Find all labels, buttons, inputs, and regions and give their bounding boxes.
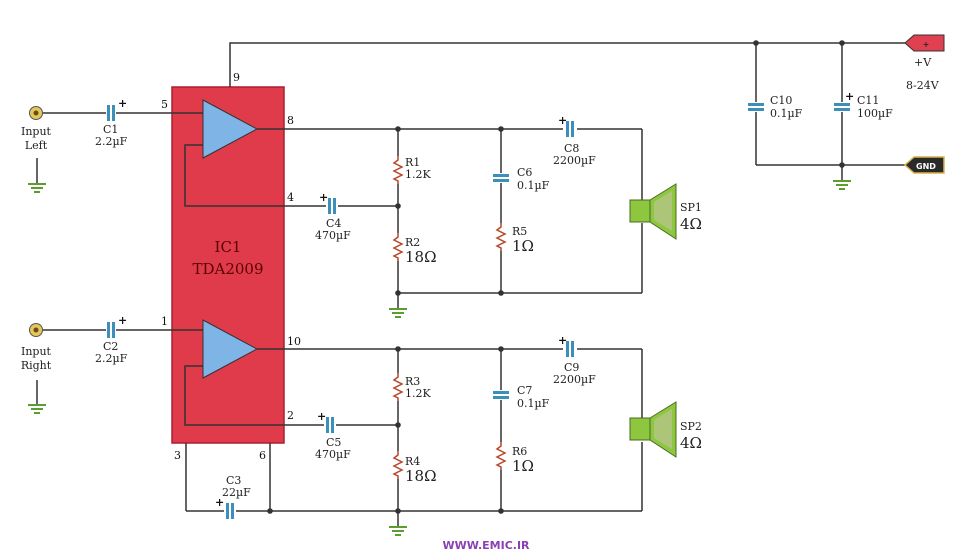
sp1-ref: SP1 <box>680 201 702 214</box>
positive-supply-label: +V <box>914 56 932 69</box>
ground-bottom-channel-icon <box>388 526 408 536</box>
r4-ref: R4 <box>405 455 420 468</box>
amplifier-top-icon <box>202 99 259 159</box>
polarity-mark-c1: + <box>118 97 127 110</box>
ground-right-input-icon <box>27 404 47 414</box>
sp2-value: 4Ω <box>680 434 702 452</box>
sp2-ref: SP2 <box>680 420 702 433</box>
r3-value: 1.2K <box>405 387 431 400</box>
polarity-mark-c2: + <box>118 314 127 327</box>
pin-4: 4 <box>287 191 294 204</box>
c1-value: 2.2µF <box>95 135 128 148</box>
pin-5: 5 <box>161 98 168 111</box>
ground-supply-tag: GND <box>903 156 945 174</box>
ic-body <box>171 86 285 444</box>
ground-supply-icon <box>832 180 852 190</box>
r1-value: 1.2K <box>405 168 431 181</box>
capacitor-c10-icon <box>748 103 764 111</box>
resistor-r5-icon <box>496 222 506 252</box>
c4-value: 470µF <box>315 229 351 242</box>
polarity-mark-c11: + <box>845 90 854 103</box>
capacitor-c11-icon <box>834 103 850 111</box>
r6-value: 1Ω <box>512 457 534 475</box>
pin-10: 10 <box>287 335 301 348</box>
input-left-label-line2: Left <box>25 139 48 152</box>
ground-tag-text: GND <box>916 162 936 171</box>
capacitor-c1-icon <box>107 105 115 121</box>
speaker-sp2-icon <box>629 401 677 458</box>
c8-ref: C8 <box>564 142 579 155</box>
speaker-sp1-icon <box>629 183 677 240</box>
resistor-r4-icon <box>393 450 403 480</box>
polarity-mark-c4: + <box>319 191 328 204</box>
c4-ref: C4 <box>326 217 341 230</box>
sp1-value: 4Ω <box>680 215 702 233</box>
pin-9: 9 <box>233 71 240 84</box>
c8-value: 2200µF <box>553 154 596 167</box>
pin-8: 8 <box>287 114 294 127</box>
c10-ref: C10 <box>770 94 792 107</box>
amplifier-bottom-icon <box>202 319 259 379</box>
c3-ref: C3 <box>226 474 241 487</box>
c5-value: 470µF <box>315 448 351 461</box>
c5-ref: C5 <box>326 436 341 449</box>
c9-value: 2200µF <box>553 373 596 386</box>
r4-value: 18Ω <box>405 467 437 485</box>
supply-voltage-range: 8-24V <box>906 79 940 92</box>
resistor-r3-icon <box>393 372 403 402</box>
r3-ref: R3 <box>405 375 420 388</box>
c2-value: 2.2µF <box>95 352 128 365</box>
capacitor-c4-icon <box>328 198 336 214</box>
c1-ref: C1 <box>103 123 118 136</box>
r5-value: 1Ω <box>512 237 534 255</box>
pin-2: 2 <box>287 409 294 422</box>
positive-supply-tag: + <box>904 34 945 52</box>
pin-3: 3 <box>174 449 181 462</box>
ic-designator: IC1 <box>215 238 242 256</box>
input-jack-right-icon <box>29 323 43 337</box>
polarity-mark-c5: + <box>317 410 326 423</box>
c11-value: 100µF <box>857 107 893 120</box>
input-left-label-line1: Input <box>21 125 52 138</box>
ground-top-channel-icon <box>388 308 408 318</box>
c9-ref: C9 <box>564 361 579 374</box>
capacitor-c5-icon <box>326 417 334 433</box>
ic-part-number: TDA2009 <box>192 260 263 278</box>
input-jack-left-icon <box>29 106 43 120</box>
positive-tag-text: + <box>923 40 930 49</box>
c7-ref: C7 <box>517 384 532 397</box>
c7-value: 0.1µF <box>517 397 550 410</box>
capacitor-c3-icon <box>226 503 234 519</box>
c2-ref: C2 <box>103 340 118 353</box>
c3-value: 22µF <box>222 486 251 499</box>
junction-dots <box>267 40 845 514</box>
polarity-mark-c8: + <box>558 114 567 127</box>
input-right-label-line1: Input <box>21 345 52 358</box>
capacitor-c6-icon <box>493 174 509 182</box>
r5-ref: R5 <box>512 225 527 238</box>
resistor-r1-icon <box>393 155 403 185</box>
watermark-text: WWW.EMIC.IR <box>442 539 530 552</box>
c10-value: 0.1µF <box>770 107 803 120</box>
pin-1: 1 <box>161 315 168 328</box>
r1-ref: R1 <box>405 156 420 169</box>
r6-ref: R6 <box>512 445 527 458</box>
c6-ref: C6 <box>517 166 532 179</box>
c11-ref: C11 <box>857 94 879 107</box>
pin-6: 6 <box>259 449 266 462</box>
input-right-label-line2: Right <box>21 359 52 372</box>
capacitor-c2-icon <box>107 322 115 338</box>
ground-left-input-icon <box>27 183 47 193</box>
capacitor-c7-icon <box>493 391 509 399</box>
polarity-mark-c3: + <box>215 496 224 509</box>
resistor-r2-icon <box>393 232 403 262</box>
r2-ref: R2 <box>405 236 420 249</box>
c6-value: 0.1µF <box>517 179 550 192</box>
resistor-r6-icon <box>496 441 506 471</box>
polarity-mark-c9: + <box>558 334 567 347</box>
r2-value: 18Ω <box>405 248 437 266</box>
